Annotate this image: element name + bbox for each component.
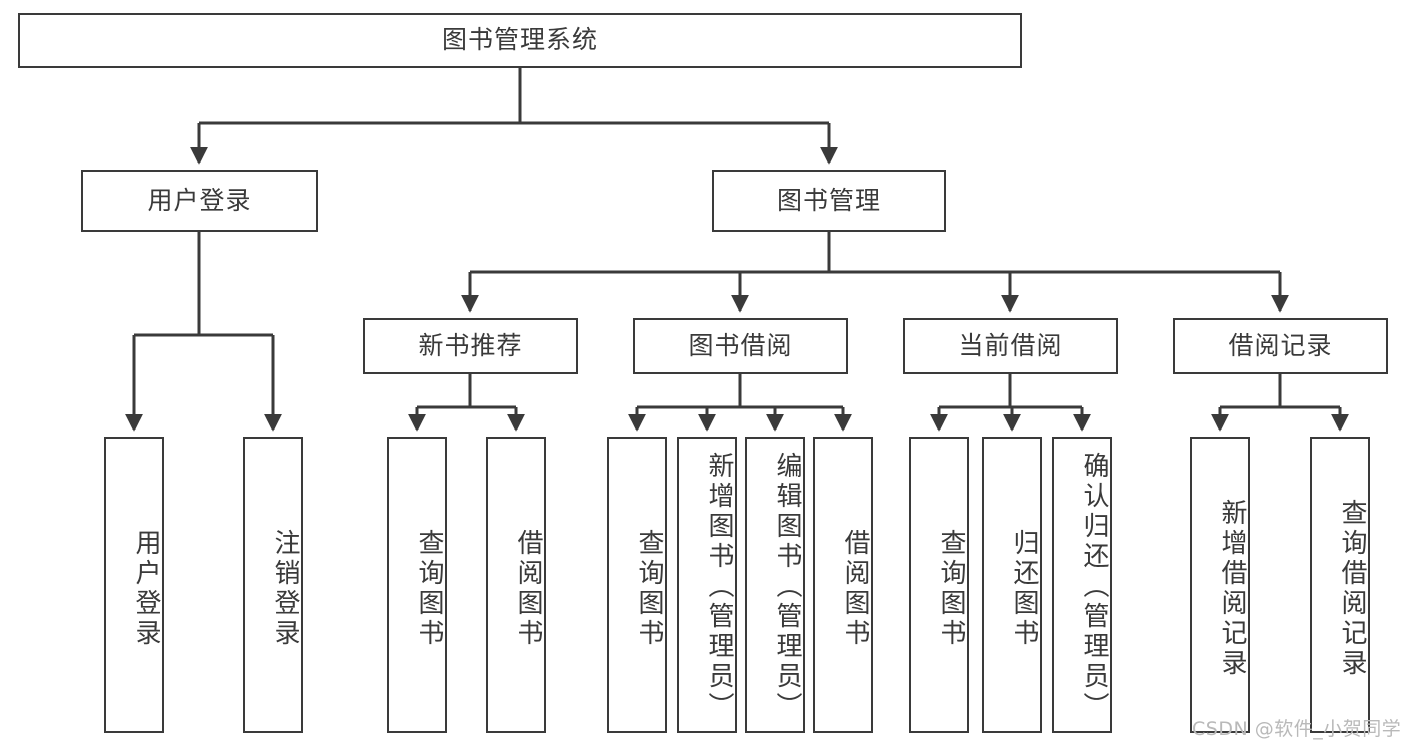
node-book-borrow-label: 图书借阅 xyxy=(688,330,793,360)
leaf-confirm-return-admin-label: 确认归还（管理员） xyxy=(1079,452,1109,722)
node-root[interactable]: 图书管理系统 xyxy=(18,13,1022,68)
node-user-login[interactable]: 用户登录 xyxy=(81,170,318,232)
leaf-borrow-book[interactable]: 借阅图书 xyxy=(813,437,873,733)
leaf-edit-book-admin[interactable]: 编辑图书（管理员） xyxy=(745,437,805,733)
leaf-query-book-borrow[interactable]: 查询图书 xyxy=(607,437,667,733)
leaf-logout-label: 注销登录 xyxy=(270,529,300,649)
leaf-borrow-book-label: 借阅图书 xyxy=(840,529,870,649)
node-user-login-label: 用户登录 xyxy=(147,185,252,215)
node-borrow-record[interactable]: 借阅记录 xyxy=(1173,318,1388,374)
node-current-borrow-label: 当前借阅 xyxy=(958,330,1063,360)
leaf-logout[interactable]: 注销登录 xyxy=(243,437,303,733)
leaf-add-book-admin-label: 新增图书（管理员） xyxy=(704,452,734,722)
leaf-add-borrow-record[interactable]: 新增借阅记录 xyxy=(1190,437,1250,733)
node-root-label: 图书管理系统 xyxy=(441,25,598,55)
leaf-user-login[interactable]: 用户登录 xyxy=(104,437,164,733)
leaf-confirm-return-admin[interactable]: 确认归还（管理员） xyxy=(1052,437,1112,733)
leaf-user-login-label: 用户登录 xyxy=(131,529,161,649)
watermark: CSDN @软件_小贺同学 xyxy=(1192,718,1402,740)
node-book-management[interactable]: 图书管理 xyxy=(712,170,946,232)
leaf-return-book-label: 归还图书 xyxy=(1009,529,1039,649)
leaf-query-borrow-record-label: 查询借阅记录 xyxy=(1337,499,1367,679)
node-current-borrow[interactable]: 当前借阅 xyxy=(903,318,1118,374)
leaf-return-book[interactable]: 归还图书 xyxy=(982,437,1042,733)
leaf-add-book-admin[interactable]: 新增图书（管理员） xyxy=(677,437,737,733)
leaf-query-book-recommend-label: 查询图书 xyxy=(414,529,444,649)
leaf-add-borrow-record-label: 新增借阅记录 xyxy=(1217,499,1247,679)
leaf-query-book-current-label: 查询图书 xyxy=(936,529,966,649)
leaf-query-book-recommend[interactable]: 查询图书 xyxy=(387,437,447,733)
leaf-query-book-current[interactable]: 查询图书 xyxy=(909,437,969,733)
leaf-query-borrow-record[interactable]: 查询借阅记录 xyxy=(1310,437,1370,733)
leaf-borrow-book-recommend-label: 借阅图书 xyxy=(513,529,543,649)
node-book-management-label: 图书管理 xyxy=(776,185,881,215)
leaf-query-book-borrow-label: 查询图书 xyxy=(634,529,664,649)
leaf-borrow-book-recommend[interactable]: 借阅图书 xyxy=(486,437,546,733)
node-new-book-recommend[interactable]: 新书推荐 xyxy=(363,318,578,374)
node-borrow-record-label: 借阅记录 xyxy=(1228,330,1333,360)
leaf-edit-book-admin-label: 编辑图书（管理员） xyxy=(772,452,802,722)
node-new-book-recommend-label: 新书推荐 xyxy=(418,330,523,360)
node-book-borrow[interactable]: 图书借阅 xyxy=(633,318,848,374)
